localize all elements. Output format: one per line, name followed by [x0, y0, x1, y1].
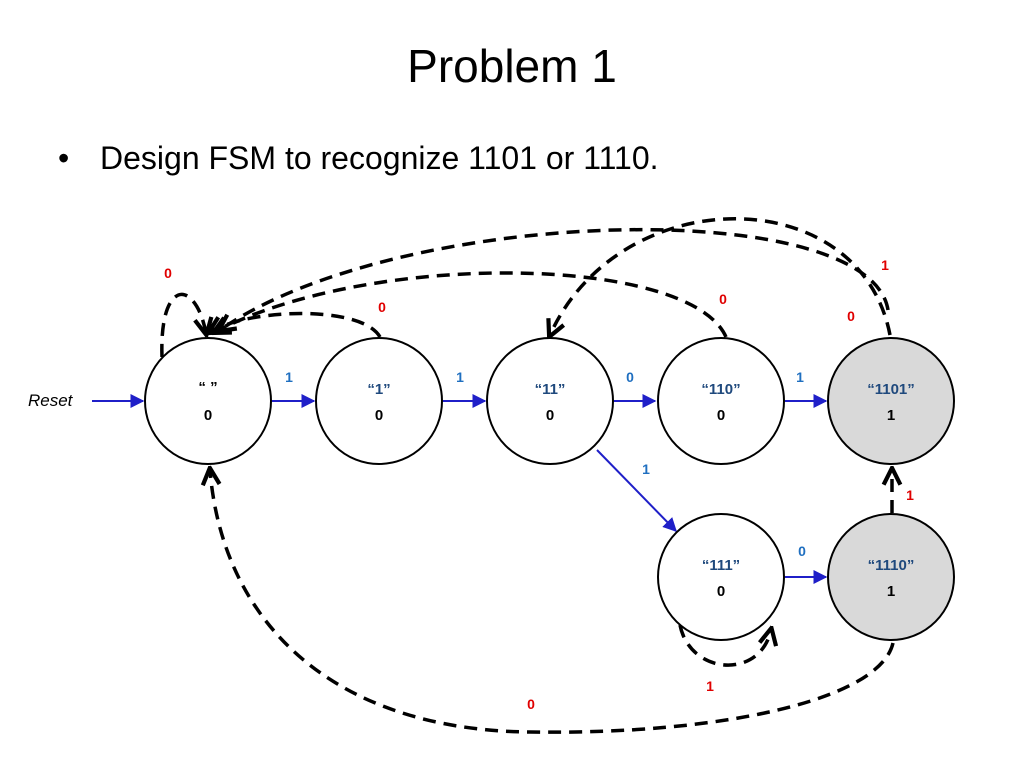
transition-11-to-111	[596, 449, 677, 533]
transition-110-to-empty	[215, 271, 728, 338]
reset-label: Reset	[28, 391, 74, 410]
state-name: “1”	[367, 381, 390, 398]
slide-title: Problem 1	[407, 40, 617, 92]
bullet-text: Design FSM to recognize 1101 or 1110.	[100, 140, 659, 176]
label-empty-self-loop: 0	[164, 265, 172, 281]
transition-1101-to-11	[550, 217, 892, 335]
state-111: “111” 0	[657, 513, 785, 641]
transition-111-self-loop	[678, 625, 771, 667]
state-110: “110” 0	[657, 337, 785, 465]
transition-1101-to-empty	[220, 227, 890, 330]
state-empty: “ ” 0	[144, 337, 272, 465]
label-1110-to-1101: 1	[906, 487, 914, 503]
state-name: “11”	[535, 381, 566, 398]
state-output: 0	[546, 407, 554, 424]
state-1101: “1101” 1	[827, 337, 955, 465]
label-111-to-1110: 0	[798, 543, 806, 559]
label-110-to-empty: 0	[719, 291, 727, 307]
transition-1110-to-empty	[210, 470, 895, 734]
state-output: 0	[717, 583, 725, 600]
label-1-to-empty: 0	[378, 299, 386, 315]
label-1-to-11: 1	[456, 369, 464, 385]
label-1101-to-empty: 0	[847, 308, 855, 324]
state-output: 0	[717, 407, 725, 424]
state-name: “ ”	[198, 379, 217, 396]
label-110-to-1101: 1	[796, 369, 804, 385]
state-output: 1	[887, 407, 895, 424]
bullet-item: • Design FSM to recognize 1101 or 1110.	[58, 134, 659, 182]
state-name: “1110”	[868, 557, 915, 574]
state-output: 0	[204, 407, 212, 424]
label-1110-to-empty: 0	[527, 696, 535, 712]
transition-1-to-empty	[210, 311, 382, 339]
label-111-self-loop: 1	[706, 678, 714, 694]
state-1: “1” 0	[315, 337, 443, 465]
state-1110: “1110” 1	[827, 513, 955, 641]
state-name: “110”	[701, 381, 740, 398]
bullet-marker: •	[58, 140, 70, 176]
state-name: “111”	[702, 557, 740, 574]
state-name: “1101”	[867, 381, 915, 398]
state-output: 1	[887, 583, 895, 600]
label-11-to-111: 1	[642, 461, 650, 477]
state-output: 0	[375, 407, 383, 424]
state-11: “11” 0	[486, 337, 614, 465]
label-11-to-110: 0	[626, 369, 634, 385]
label-empty-to-1: 1	[285, 369, 293, 385]
label-1101-to-11: 1	[881, 257, 889, 273]
